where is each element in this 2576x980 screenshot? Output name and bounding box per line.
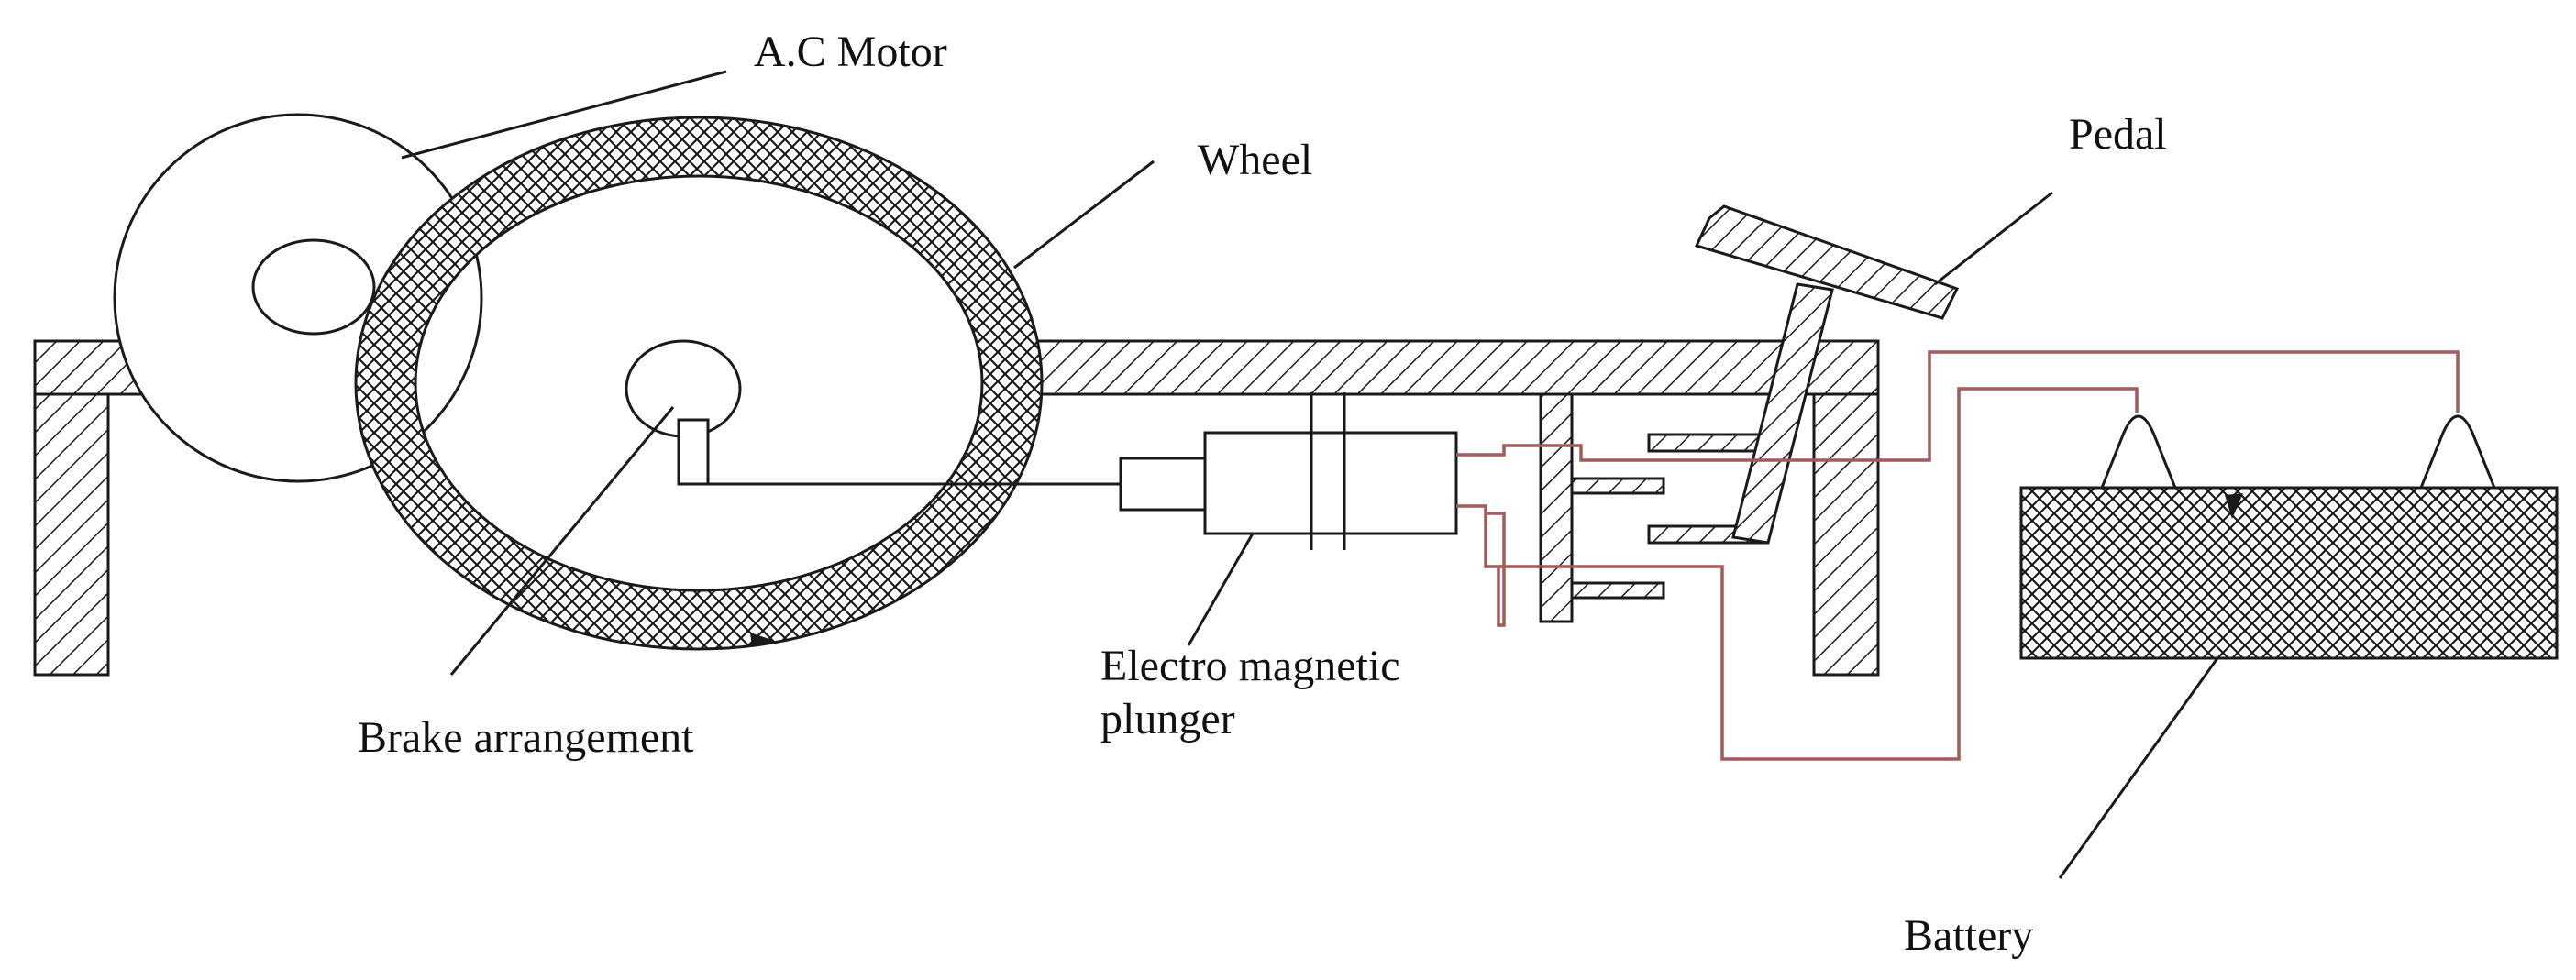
wire-negative (1486, 387, 2139, 761)
battery-current-arrow-icon (2225, 493, 2243, 519)
switch-contact-moving-1 (1647, 433, 1768, 453)
label-wheel: Wheel (1198, 136, 1312, 184)
label-brake-arrangement: Brake arrangement (358, 713, 694, 762)
pedal-plate (1694, 204, 1960, 320)
frame-top-bar-right (1034, 339, 1880, 396)
leader-wheel (1013, 160, 1155, 270)
ac-motor-shaft (251, 238, 376, 336)
switch-contact-fixed-2 (1570, 581, 1665, 600)
wire-plunger-return (1456, 504, 1504, 568)
leader-plunger (1187, 533, 1255, 646)
pedal-lever (1731, 282, 1834, 545)
battery-terminal-right (2418, 414, 2497, 490)
leader-brake-arrangement (449, 406, 675, 676)
label-plunger-line-2: plunger (1100, 695, 1235, 743)
leader-pedal (1934, 191, 2053, 286)
plunger-body (1203, 431, 1458, 535)
frame-right-leg (1812, 392, 1880, 677)
battery-body (2019, 486, 2559, 660)
battery-terminal-left (2099, 414, 2178, 490)
leader-ac-motor (401, 70, 727, 160)
label-ac-motor: A.C Motor (754, 28, 947, 76)
frame-left-leg (33, 392, 110, 677)
label-battery: Battery (1904, 911, 2033, 960)
plunger-rod (1119, 457, 1207, 512)
leader-battery (2058, 657, 2219, 879)
switch-mount (1539, 392, 1574, 623)
label-pedal: Pedal (2069, 110, 2167, 159)
label-plunger-line-1: Electro magnetic (1100, 642, 1400, 690)
brake-arm (677, 418, 710, 486)
wire-positive (1456, 350, 2460, 462)
wheel-rotation-arrow-icon (750, 633, 778, 647)
switch-contact-fixed-1 (1570, 477, 1665, 495)
wheel (354, 116, 1044, 651)
